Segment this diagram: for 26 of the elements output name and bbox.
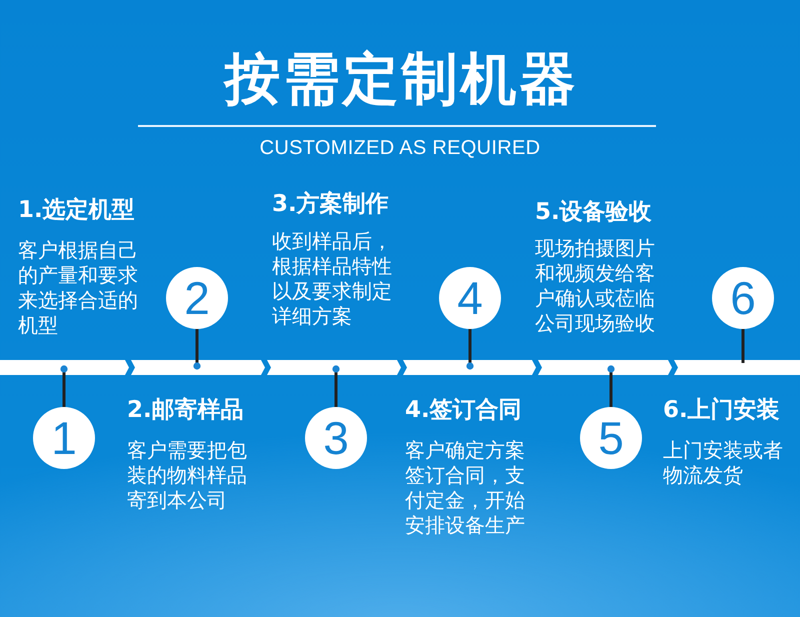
- step-heading: 1.选定机型: [18, 196, 135, 225]
- step-description: 收到样品后，根据样品特性以及要求制定详细方案: [272, 228, 393, 328]
- timeline-segment: [267, 360, 401, 375]
- step-description: 上门安装或者物流发货: [663, 438, 784, 488]
- step-heading: 6.上门安装: [663, 396, 780, 425]
- connector-line: [466, 329, 474, 370]
- timeline-segment: [0, 360, 129, 375]
- step-description: 现场拍摄图片和视频发给客户确认或莅临公司现场验收: [535, 236, 656, 336]
- timeline-segment: [538, 360, 672, 375]
- connector-line: [607, 365, 615, 407]
- timeline-segment: [131, 360, 265, 375]
- step-heading: 4.签订合同: [405, 396, 522, 425]
- step-heading: 3.方案制作: [272, 190, 389, 219]
- connector-line: [60, 365, 68, 407]
- page-title: 按需定制机器: [222, 46, 578, 114]
- connector-line: [742, 329, 744, 363]
- step-description: 客户需要把包装的物料样品寄到本公司: [127, 438, 248, 512]
- step-heading: 2.邮寄样品: [127, 396, 244, 425]
- subtitle: CUSTOMIZED AS REQUIRED: [260, 136, 540, 160]
- step-description: 客户根据自己的产量和要求来选择合适的机型: [18, 238, 139, 338]
- connector-line: [193, 329, 201, 370]
- timeline-segment: [674, 360, 800, 375]
- connector-line: [332, 365, 340, 407]
- step-heading: 5.设备验收: [535, 198, 652, 227]
- step-description: 客户确定方案签订合同，支付定金，开始安排设备生产: [405, 438, 526, 538]
- timeline-segment: [403, 360, 536, 375]
